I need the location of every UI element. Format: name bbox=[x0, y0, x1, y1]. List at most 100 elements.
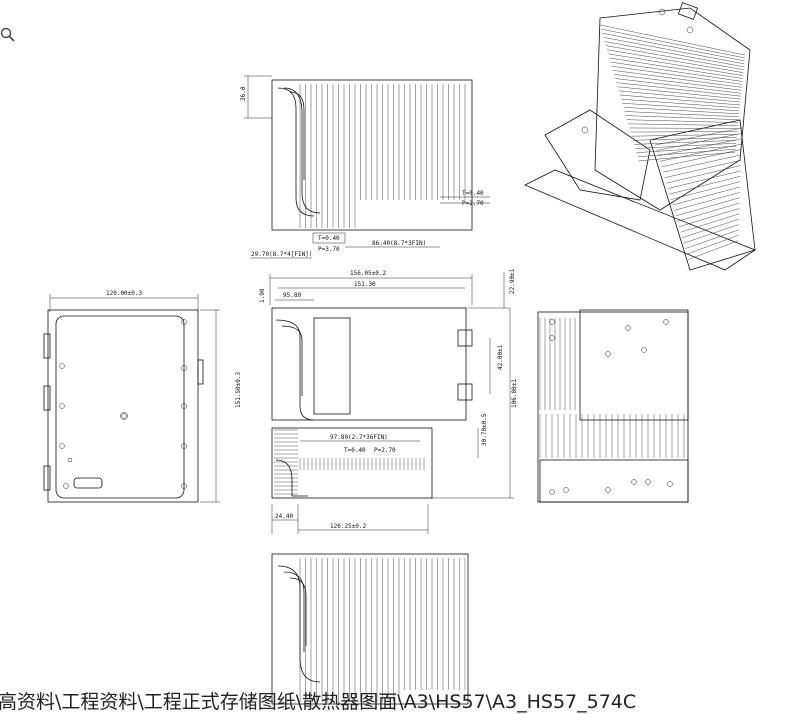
fin-line bbox=[607, 49, 744, 73]
fin-line bbox=[659, 143, 742, 162]
fin-line bbox=[603, 37, 745, 65]
front-lower-offset: 30.70±0.5 bbox=[481, 413, 488, 446]
isometric-view bbox=[524, 2, 756, 271]
fin-line bbox=[618, 90, 741, 103]
fin-line bbox=[631, 134, 738, 137]
mount-hole bbox=[181, 443, 187, 449]
front-block-width: 95.80 bbox=[283, 292, 301, 299]
fin-line bbox=[677, 202, 740, 222]
fin-line bbox=[628, 123, 738, 126]
mount-hole bbox=[667, 481, 673, 487]
fin-line bbox=[624, 111, 739, 117]
fin-line bbox=[611, 65, 743, 85]
fin-line bbox=[621, 98, 740, 109]
fin-line bbox=[617, 86, 741, 100]
mount-hole bbox=[625, 325, 631, 331]
mount-hole bbox=[121, 413, 127, 419]
fin-line bbox=[683, 224, 739, 244]
fin-line bbox=[605, 45, 744, 70]
fin-line bbox=[619, 94, 741, 106]
mount-hole bbox=[605, 351, 611, 357]
fin-line bbox=[604, 41, 744, 67]
fin-line bbox=[678, 208, 740, 228]
fin-line bbox=[658, 138, 742, 157]
fin-line bbox=[688, 240, 739, 260]
mount-hole bbox=[59, 443, 65, 449]
fin-line bbox=[630, 131, 738, 133]
fin-line bbox=[666, 165, 741, 184]
front-view: 156.05±0.2 151.30 95.80 1.90 22.90±1 42.… bbox=[259, 268, 518, 534]
fin-line bbox=[636, 145, 736, 153]
mount-hole bbox=[641, 347, 647, 353]
fin-line bbox=[608, 53, 743, 76]
mount-hole bbox=[67, 457, 73, 463]
top-height-label: 36.0 bbox=[240, 86, 247, 101]
mount-hole bbox=[663, 319, 669, 325]
front-base-left: 24.40 bbox=[275, 513, 293, 520]
fin-line bbox=[610, 61, 743, 82]
fin-line bbox=[602, 33, 745, 62]
fin-line bbox=[681, 218, 739, 238]
mount-hole bbox=[59, 363, 65, 369]
fin-line bbox=[625, 115, 739, 120]
front-left-offset: 1.90 bbox=[259, 288, 266, 303]
fin-line bbox=[634, 140, 737, 145]
top-p-label: P=2.70 bbox=[462, 200, 484, 207]
fin-line bbox=[685, 229, 739, 249]
mount-hole bbox=[181, 365, 187, 371]
fin-line bbox=[686, 235, 739, 255]
fin-line bbox=[635, 143, 737, 149]
front-inner-width: 151.30 bbox=[354, 281, 376, 288]
fin-line bbox=[654, 127, 743, 146]
front-overall-width: 156.05±0.2 bbox=[350, 270, 387, 277]
fin-line bbox=[674, 192, 740, 211]
fin-line bbox=[616, 82, 741, 97]
fin-line bbox=[623, 107, 740, 115]
front-hole-spacing: 42.00±1 bbox=[497, 344, 504, 370]
fin-line bbox=[680, 213, 740, 233]
fin-line bbox=[632, 137, 737, 141]
fin-line bbox=[662, 154, 742, 173]
fin-line bbox=[672, 186, 741, 206]
mount-hole bbox=[631, 479, 637, 485]
mount-hole bbox=[605, 487, 611, 493]
front-top-height: 22.90±1 bbox=[509, 268, 516, 294]
fin-line bbox=[627, 119, 739, 123]
top-view: 36.0 T=0.40 P=2.70 T=0.40 P=3.70 29.70(8… bbox=[240, 75, 490, 259]
front-fin-t: T=0.40 bbox=[344, 447, 366, 454]
mount-hole bbox=[563, 487, 569, 493]
magnifier-icon[interactable] bbox=[0, 24, 18, 42]
mount-hole bbox=[549, 319, 555, 325]
front-fin-p: P=2.70 bbox=[374, 447, 396, 454]
fin-line bbox=[661, 149, 742, 168]
front-base-width: 126.25±0.2 bbox=[330, 523, 367, 530]
top-t-small: T=0.40 bbox=[318, 235, 340, 242]
fin-line bbox=[629, 127, 738, 129]
mount-hole bbox=[645, 479, 651, 485]
fin-line bbox=[599, 24, 746, 56]
mount-hole bbox=[549, 489, 555, 495]
left-width-label: 120.00±0.3 bbox=[106, 290, 143, 297]
fin-line bbox=[622, 103, 740, 112]
left-view: 120.00±0.3 151.50±0.3 bbox=[43, 290, 242, 503]
right-view bbox=[537, 309, 689, 503]
left-height-label: 151.50±0.3 bbox=[235, 371, 242, 408]
fin-line bbox=[670, 181, 741, 200]
top-right-fins: 86.40(8.7*3FIN) bbox=[372, 240, 426, 247]
fin-line bbox=[664, 159, 741, 178]
mount-hole bbox=[120, 412, 128, 420]
fin-line bbox=[614, 74, 742, 91]
mount-hole bbox=[59, 403, 65, 409]
fin-line bbox=[669, 176, 741, 195]
front-fin-spec: 97.80(2.7*36FIN) bbox=[330, 434, 388, 441]
fin-line bbox=[667, 170, 741, 189]
file-path-caption: 高资料\工程资料\工程正式存储图纸\散热器图面\A3\HS57\A3_HS57_… bbox=[0, 691, 637, 713]
top-t-label: T=0.40 bbox=[462, 190, 484, 197]
mount-hole bbox=[549, 335, 555, 341]
front-total-height: 106.80±1 bbox=[511, 379, 518, 408]
top-left-fins: 29.70(8.7*4[FIN]) bbox=[251, 251, 312, 258]
fin-line bbox=[637, 148, 736, 157]
top-p-small: P=3.70 bbox=[318, 246, 340, 253]
fin-line bbox=[612, 70, 742, 88]
